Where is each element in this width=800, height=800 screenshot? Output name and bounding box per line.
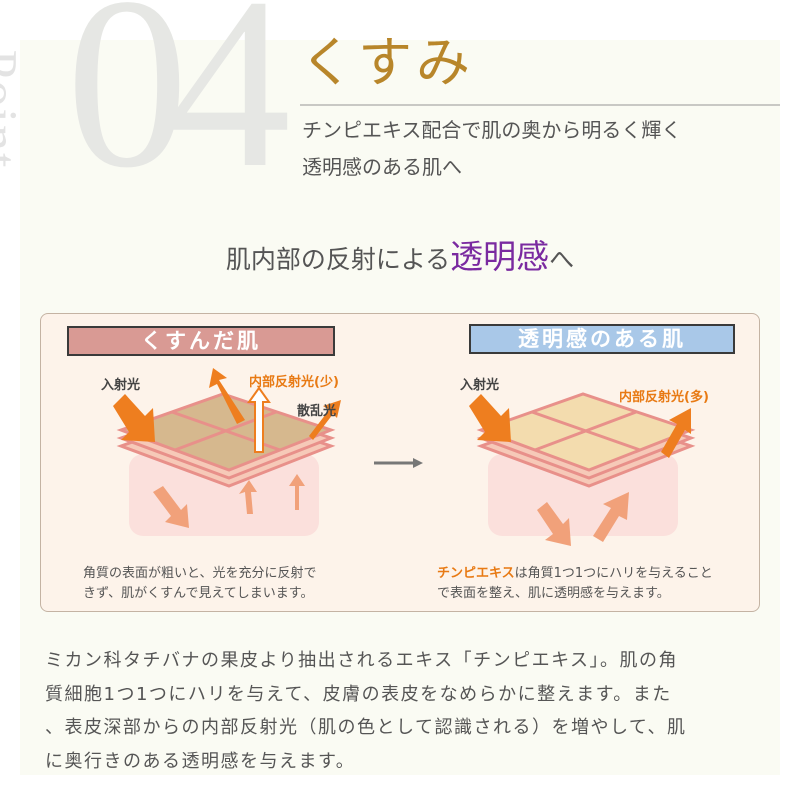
skin-depth-right <box>488 454 678 536</box>
clear-skin-layers-icon <box>476 392 696 488</box>
clear-skin-label: 透明感のある肌 <box>469 324 735 354</box>
diagram-illustration <box>113 368 696 546</box>
description-text: ミカン科タチバナの果皮より抽出されるエキス「チンピエキス」。肌の角 質細胞1つ1… <box>45 644 765 778</box>
description-line: 、表皮深部からの内部反射光（肌の色として認識される）を増やして、肌 <box>45 717 687 738</box>
comparison-diagram: くすんだ肌 透明感のある肌 入射光 内部反射光(少) 散乱光 入射光 内部反射光… <box>40 313 760 612</box>
caption-line: は角質1つ1つにハリを与えること <box>514 566 713 581</box>
clear-skin-caption: チンピエキスは角質1つ1つにハリを与えること で表面を整え、肌に透明感を与えます… <box>437 564 713 604</box>
headline-suffix: へ <box>549 245 575 274</box>
caption-highlight: チンピエキス <box>437 566 515 581</box>
point-number: 04 <box>66 0 291 218</box>
internal-reflection-label-right: 内部反射光(多) <box>619 390 709 405</box>
dull-skin-label: くすんだ肌 <box>67 326 335 356</box>
subtitle-line: 透明感のある肌へ <box>302 155 462 179</box>
incident-light-label-left: 入射光 <box>101 378 141 393</box>
description-line: に奥行きのある透明感を与えます。 <box>45 750 356 772</box>
description-line: ミカン科タチバナの果皮より抽出されるエキス「チンピエキス」。肌の角 <box>45 650 679 671</box>
light-arrows-icon <box>113 368 691 458</box>
point-label: Point <box>0 49 27 170</box>
description-line: 質細胞1つ1つにハリを与えて、皮膚の表皮をなめらかに整えます。また <box>45 683 672 705</box>
weak-reflection-arrow-icon <box>247 386 271 453</box>
incident-light-label-right: 入射光 <box>460 378 500 393</box>
caption-line: 角質の表面が粗いと、光を充分に反射で <box>83 566 317 581</box>
internal-reflection-arrows-icon <box>153 474 629 546</box>
headline-emphasis: 透明感 <box>450 237 550 276</box>
subtitle-line: チンピエキス配合で肌の奥から明るく輝く <box>302 118 682 142</box>
title-divider <box>300 104 780 106</box>
headline-prefix: 肌内部の反射による <box>225 245 451 274</box>
dull-skin-layers-icon <box>116 392 336 488</box>
caption-line: きず、肌がくすんで見えてしまいます。 <box>83 586 314 601</box>
caption-line: で表面を整え、肌に透明感を与えます。 <box>437 586 670 601</box>
scattered-light-label: 散乱光 <box>297 404 337 419</box>
page-title: くすみ <box>300 31 474 94</box>
subtitle: チンピエキス配合で肌の奥から明るく輝く 透明感のある肌へ <box>302 112 681 186</box>
transition-arrow-icon <box>374 458 423 468</box>
dull-skin-caption: 角質の表面が粗いと、光を充分に反射で きず、肌がくすんで見えてしまいます。 <box>83 564 316 604</box>
headline: 肌内部の反射による透明感へ <box>0 230 800 278</box>
internal-reflection-label-left: 内部反射光(少) <box>249 375 339 390</box>
